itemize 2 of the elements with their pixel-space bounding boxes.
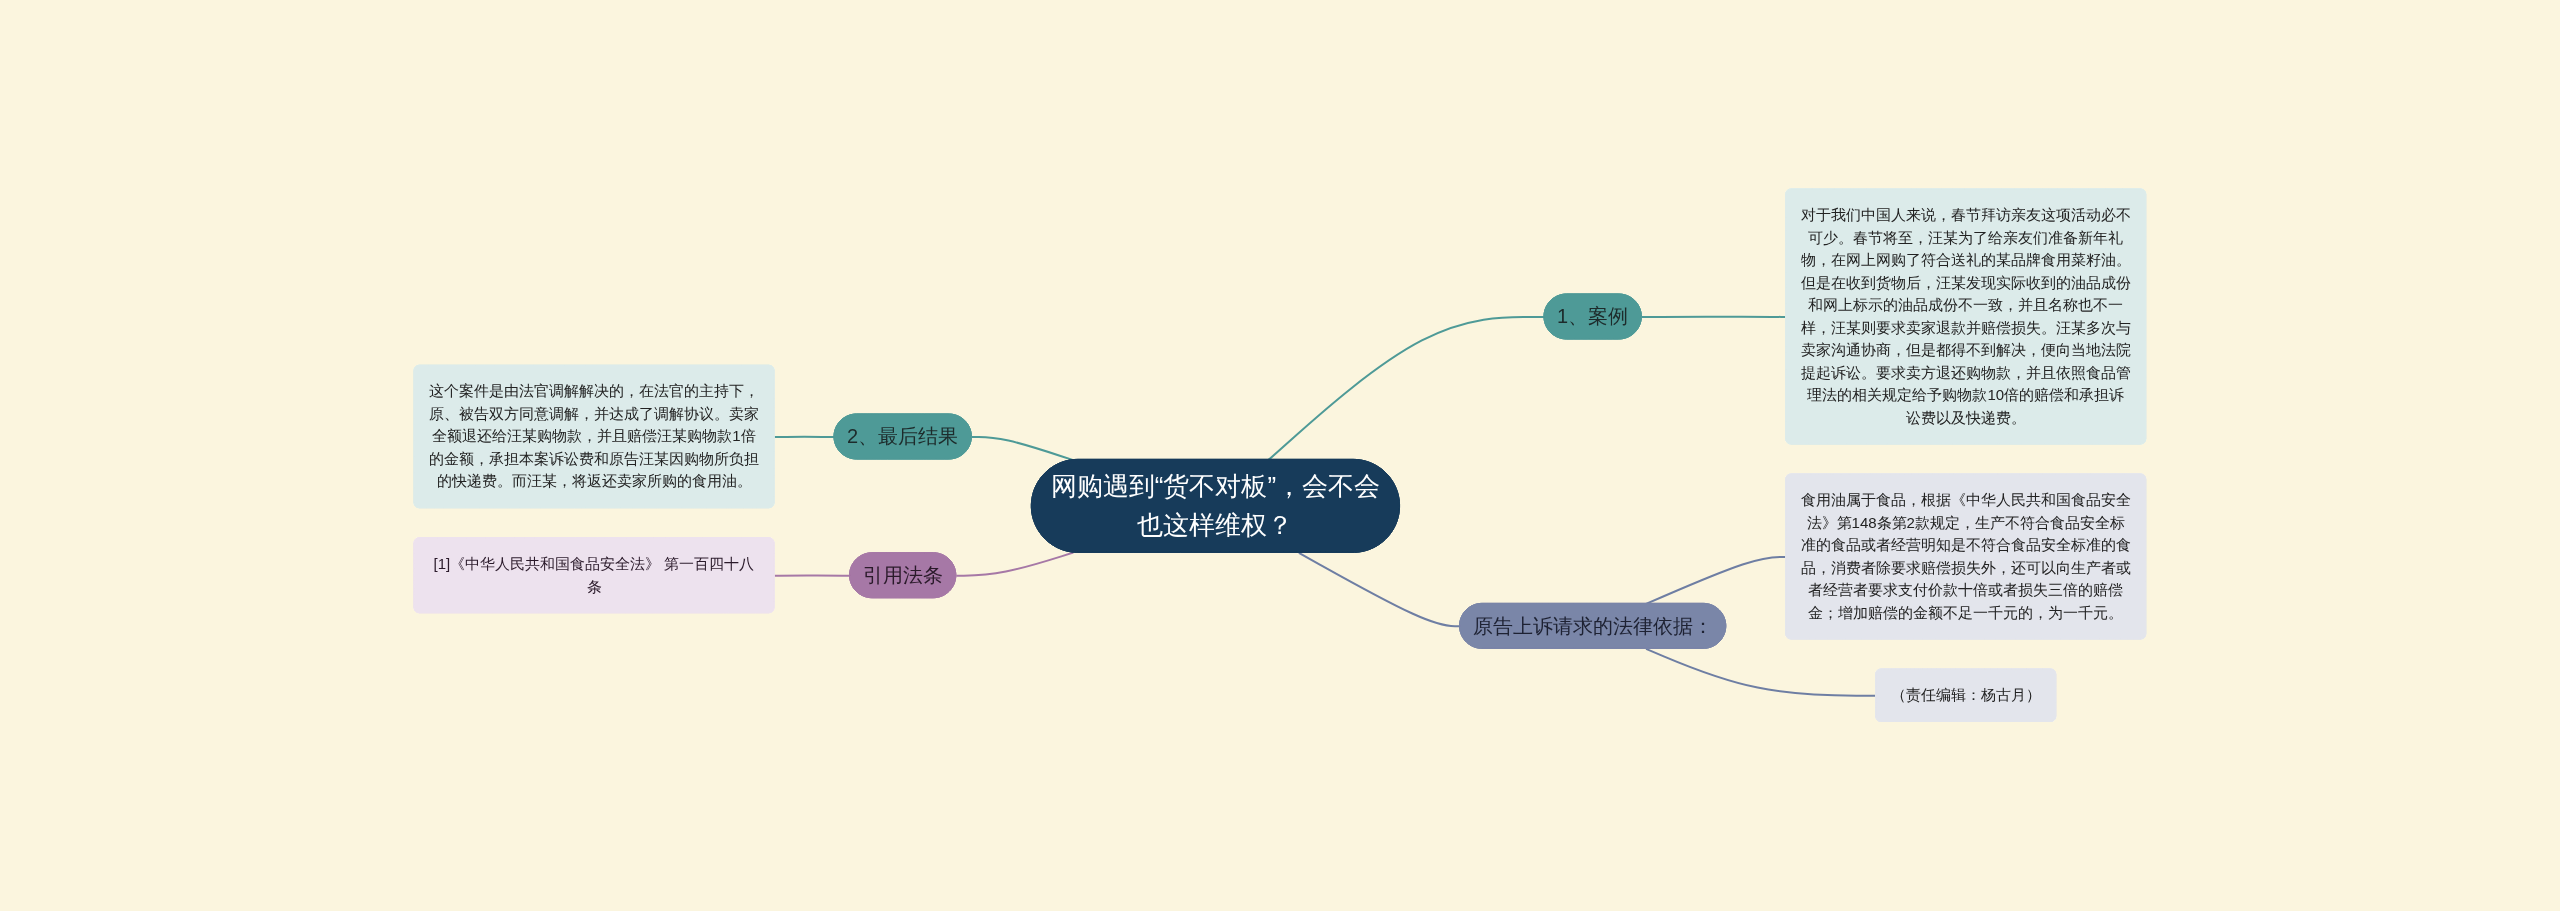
connector [773, 435, 836, 439]
connector [955, 551, 1075, 577]
